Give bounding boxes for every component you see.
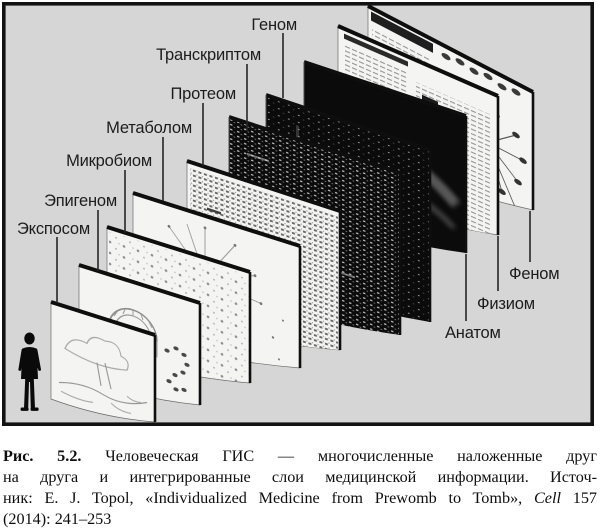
caption-line-4: (2014): 241–253	[3, 510, 112, 528]
panel-exposome	[50, 300, 157, 423]
label-transcriptome: Транскриптом	[156, 46, 261, 64]
panel-exposome-texture	[58, 336, 148, 415]
label-anatome: Анатом	[445, 324, 501, 342]
layered-panels-illustration: Геном Транскриптом Протеом Метаболом Мик…	[1, 1, 595, 426]
caption-line-3: ник: E. J. Topol, «Individualized Medici…	[3, 489, 598, 507]
label-metabolome: Метаболом	[106, 119, 192, 137]
label-phenome: Феном	[509, 265, 559, 283]
label-proteome: Протеом	[170, 85, 236, 103]
label-physiome: Физиом	[477, 295, 535, 313]
caption-line-2: на друга и интегрированные слои медицинс…	[3, 468, 597, 486]
caption-journal-name: Cell	[533, 489, 561, 507]
label-epigenome: Эпигеном	[44, 192, 117, 210]
layer-labels: Геном Транскриптом Протеом Метаболом Мик…	[17, 16, 560, 342]
figure-frame	[1, 1, 595, 426]
leader-lines	[56, 33, 531, 321]
figure-caption: Рис. 5.2. Человеческая ГИС — многочислен…	[3, 446, 597, 530]
caption-line-1: Рис. 5.2. Человеческая ГИС — многочислен…	[3, 447, 598, 465]
label-microbiome: Микробиом	[66, 152, 152, 170]
human-figure-icon	[18, 332, 41, 411]
label-exposome: Экспосом	[17, 220, 90, 238]
figure-diagram: Геном Транскриптом Протеом Метаболом Мик…	[1, 1, 595, 426]
caption-figure-label: Рис. 5.2.	[3, 447, 82, 465]
label-genome: Геном	[251, 16, 297, 34]
